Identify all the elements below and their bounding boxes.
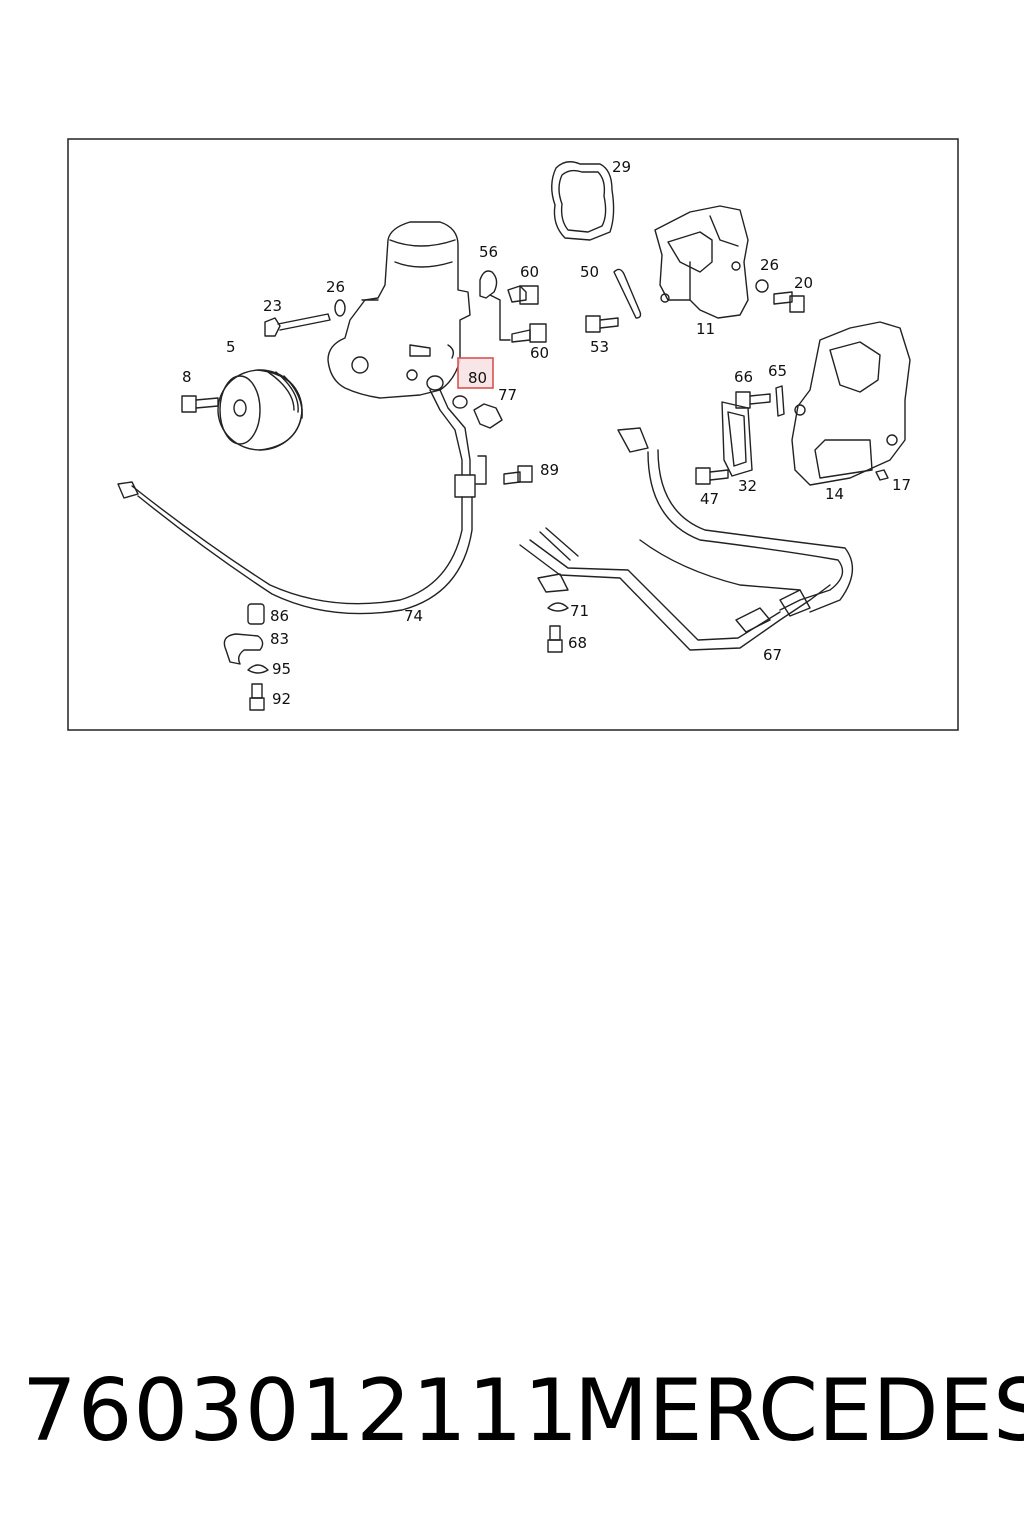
bracket-11[interactable] (654, 205, 749, 319)
label-32: 32 (738, 477, 757, 495)
seal-ring-80[interactable] (452, 395, 468, 409)
bolt-68[interactable] (547, 625, 563, 653)
label-60-lower: 60 (530, 344, 549, 362)
label-47: 47 (700, 490, 719, 508)
label-11: 11 (696, 320, 715, 338)
bolt-47[interactable] (695, 467, 729, 485)
label-53: 53 (590, 338, 609, 356)
bolt-66[interactable] (735, 391, 771, 409)
washer-95[interactable] (247, 664, 269, 674)
return-hose-74[interactable] (117, 481, 473, 615)
lines-67[interactable] (519, 427, 853, 651)
parts-diagram: 5 8 23 26 56 60 60 80 77 89 29 50 53 11 … (0, 0, 1024, 760)
label-17: 17 (892, 476, 911, 494)
bolt-89[interactable] (475, 455, 533, 485)
label-80[interactable]: 80 (468, 369, 487, 387)
label-5: 5 (226, 338, 236, 356)
bolt-53[interactable] (585, 315, 619, 333)
label-74: 74 (404, 607, 423, 625)
sleeve-86[interactable] (247, 603, 265, 625)
washer-26[interactable] (334, 299, 346, 317)
label-26: 26 (326, 278, 345, 296)
label-83: 83 (270, 630, 289, 648)
bolt-8[interactable] (181, 395, 219, 413)
label-66: 66 (734, 368, 753, 386)
label-77: 77 (498, 386, 517, 404)
brand-name: MERCEDES (574, 1361, 1024, 1461)
gasket-32[interactable] (721, 401, 753, 477)
gasket-29[interactable] (551, 161, 615, 241)
washer-71[interactable] (547, 602, 569, 612)
banjo-bolt-77[interactable] (473, 403, 503, 429)
label-50: 50 (580, 263, 599, 281)
washer-26b[interactable] (755, 279, 769, 293)
part-number: 7603012111 (22, 1361, 580, 1461)
diagram-border (67, 138, 959, 731)
label-29: 29 (612, 158, 631, 176)
power-steering-pump[interactable] (327, 221, 471, 399)
clamp-83[interactable] (223, 633, 264, 665)
highlight-80[interactable] (457, 357, 494, 389)
pressure-line-banjo[interactable] (426, 375, 476, 498)
nut-17[interactable] (875, 469, 889, 481)
diagram-svg: 5 8 23 26 56 60 60 80 77 89 29 50 53 11 … (67, 138, 959, 731)
label-65: 65 (768, 362, 787, 380)
bolt-92[interactable] (249, 683, 265, 711)
bolt-60-upper[interactable] (507, 285, 539, 305)
clip-65[interactable] (775, 385, 785, 417)
bolt-20[interactable] (773, 291, 805, 313)
label-14: 14 (825, 485, 844, 503)
pulley[interactable] (217, 369, 303, 451)
clamp-56[interactable] (479, 270, 511, 341)
bracket-14[interactable] (791, 321, 911, 486)
label-26b: 26 (760, 256, 779, 274)
label-89: 89 (540, 461, 559, 479)
link-50[interactable] (613, 268, 642, 319)
label-92: 92 (272, 690, 291, 708)
bolt-23[interactable] (264, 313, 331, 337)
label-86: 86 (270, 607, 289, 625)
label-71: 71 (570, 602, 589, 620)
label-56: 56 (479, 243, 498, 261)
label-67: 67 (763, 646, 782, 664)
label-20: 20 (794, 274, 813, 292)
label-60-upper: 60 (520, 263, 539, 281)
label-68: 68 (568, 634, 587, 652)
label-95: 95 (272, 660, 291, 678)
bolt-60-lower[interactable] (511, 323, 547, 343)
label-23: 23 (263, 297, 282, 315)
label-8: 8 (182, 368, 192, 386)
